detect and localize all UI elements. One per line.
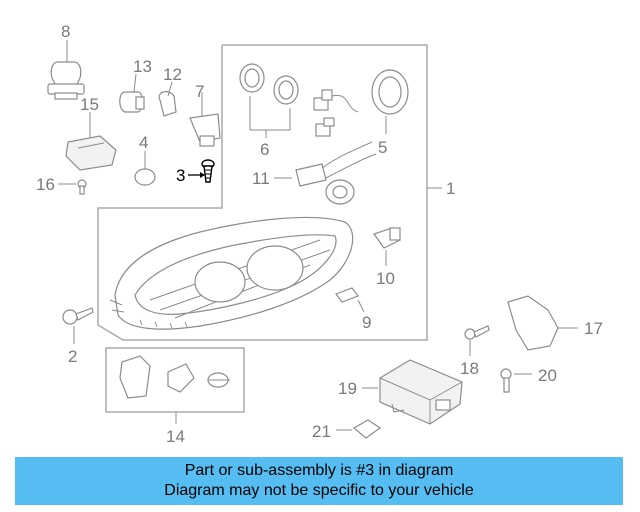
parts-diagram: 8 13 12 7 15 4 16 bbox=[36, 22, 603, 446]
screw-2-drawing bbox=[62, 307, 94, 344]
cap-4-drawing bbox=[134, 151, 156, 186]
callout-4[interactable]: 4 bbox=[139, 133, 148, 152]
kit-frame-14 bbox=[105, 347, 245, 413]
screw-3-drawing bbox=[188, 159, 215, 183]
callout-8[interactable]: 8 bbox=[61, 22, 70, 41]
callout-18[interactable]: 18 bbox=[460, 359, 479, 378]
callout-2[interactable]: 2 bbox=[68, 347, 77, 366]
module-15-drawing bbox=[65, 112, 117, 171]
screw-20-drawing bbox=[500, 368, 532, 393]
connectors-drawing bbox=[313, 89, 359, 137]
bracket-kit-14-drawing bbox=[119, 355, 230, 424]
bulb-12-drawing bbox=[158, 81, 177, 117]
callout-21[interactable]: 21 bbox=[312, 422, 331, 441]
callout-13[interactable]: 13 bbox=[133, 57, 152, 76]
screw-18-drawing bbox=[464, 325, 490, 356]
bulb-10-drawing bbox=[373, 227, 401, 266]
headlamp-housing bbox=[109, 216, 354, 330]
callout-12[interactable]: 12 bbox=[163, 65, 182, 84]
bulb-13-drawing bbox=[119, 73, 145, 113]
callout-16[interactable]: 16 bbox=[36, 175, 55, 194]
callout-9[interactable]: 9 bbox=[362, 313, 371, 332]
bracket-17-drawing bbox=[507, 295, 578, 351]
clip-9-drawing bbox=[335, 287, 365, 313]
module-19-drawing bbox=[362, 359, 463, 425]
callout-1[interactable]: 1 bbox=[446, 179, 455, 198]
socket-7-drawing bbox=[189, 92, 221, 147]
rings-6-drawing bbox=[239, 63, 299, 138]
banner-line-1: Part or sub-assembly is #3 in diagram bbox=[184, 462, 454, 479]
callout-5[interactable]: 5 bbox=[378, 138, 387, 157]
callout-15[interactable]: 15 bbox=[80, 95, 99, 114]
callout-3[interactable]: 3 bbox=[176, 166, 185, 185]
info-banner: Part or sub-assembly is #3 in diagram Di… bbox=[15, 457, 623, 505]
bulb-8-drawing bbox=[47, 40, 85, 100]
callout-20[interactable]: 20 bbox=[538, 366, 557, 385]
callout-17[interactable]: 17 bbox=[584, 319, 603, 338]
banner-line-2: Diagram may not be specific to your vehi… bbox=[164, 482, 474, 499]
callout-7[interactable]: 7 bbox=[195, 82, 204, 101]
callout-19[interactable]: 19 bbox=[338, 379, 357, 398]
ring-5-drawing bbox=[371, 69, 409, 134]
callout-14[interactable]: 14 bbox=[166, 427, 185, 446]
assembly-frame-1 bbox=[97, 44, 428, 341]
socket-drawing bbox=[325, 179, 355, 205]
screw-16-drawing bbox=[58, 179, 87, 195]
callout-10[interactable]: 10 bbox=[376, 269, 395, 288]
callout-6[interactable]: 6 bbox=[260, 140, 269, 159]
clip-21-drawing bbox=[336, 419, 382, 439]
callout-11[interactable]: 11 bbox=[252, 169, 270, 188]
harness-11-drawing bbox=[274, 141, 377, 187]
